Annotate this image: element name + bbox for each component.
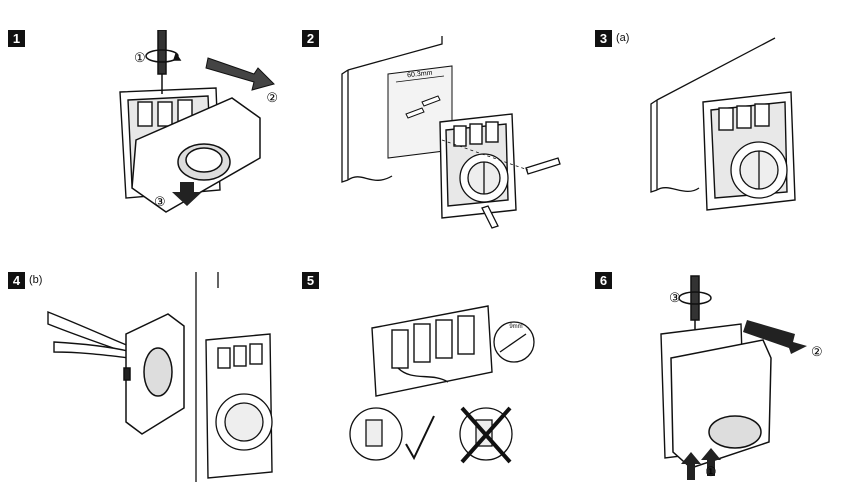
correct-wiring-inset: [349, 407, 435, 461]
thermostat-cover: [131, 97, 261, 213]
screw-icon: [481, 157, 561, 229]
push-arrow-icon: [743, 320, 807, 354]
step-3-badge: 3: [595, 30, 612, 47]
strip-length-inset: 9mm: [493, 321, 535, 363]
step-1-illustration: ① ② ③: [119, 30, 278, 213]
step-3-illustration: [650, 37, 796, 211]
spacing-label: 60.3mm: [407, 70, 433, 80]
step-6-panel: 6 ③ ② ①: [595, 272, 842, 502]
pull-arrow-icon: [205, 57, 275, 91]
step-2-panel: 2 60.3mm: [302, 30, 572, 260]
step-2-badge: 2: [302, 30, 319, 47]
incorrect-wiring-inset: [459, 406, 513, 464]
callout-1: ①: [134, 50, 146, 65]
step-3-panel: 3 (a): [595, 30, 842, 260]
cross-icon: [460, 406, 512, 464]
check-icon: [405, 415, 435, 461]
step-1-panel: 1 ① ② ③: [8, 30, 278, 260]
screwdriver-icon: [145, 30, 182, 94]
step-2-illustration: 60.3mm: [341, 36, 561, 229]
down-arrow-icon: [172, 182, 202, 206]
temperature-dial: [459, 153, 509, 203]
terminal-block: [371, 305, 493, 397]
thermostat-cover: [670, 339, 772, 469]
wall: [195, 272, 219, 482]
step-4-note: (b): [29, 274, 43, 286]
step-4-panel: 4 (b): [8, 272, 278, 502]
wall: [650, 37, 776, 193]
temperature-dial: [730, 141, 788, 199]
step-5-illustration: 9mm: [349, 305, 535, 464]
wall: [341, 36, 443, 183]
wall-plug-icon: [405, 95, 441, 119]
strip-length-label: 9mm: [509, 324, 522, 330]
step-5-panel: 5 9mm: [302, 272, 572, 502]
step-4-illustration: [47, 272, 273, 482]
pliers-icon: [47, 310, 136, 359]
step-3-note: (a): [616, 32, 630, 44]
thermostat-cover: [123, 313, 185, 435]
step-6-badge: 6: [595, 272, 612, 289]
callout-3: ③: [669, 290, 681, 305]
step-5-badge: 5: [302, 272, 319, 289]
up-arrows-icon: [681, 448, 721, 480]
temperature-dial: [215, 393, 273, 451]
callout-2: ②: [266, 90, 278, 105]
callout-2: ②: [811, 344, 823, 359]
callout-3: ③: [154, 194, 166, 209]
step-1-badge: 1: [8, 30, 25, 47]
callout-1: ①: [705, 464, 717, 479]
step-4-badge: 4: [8, 272, 25, 289]
step-6-illustration: ③ ② ①: [660, 275, 823, 480]
